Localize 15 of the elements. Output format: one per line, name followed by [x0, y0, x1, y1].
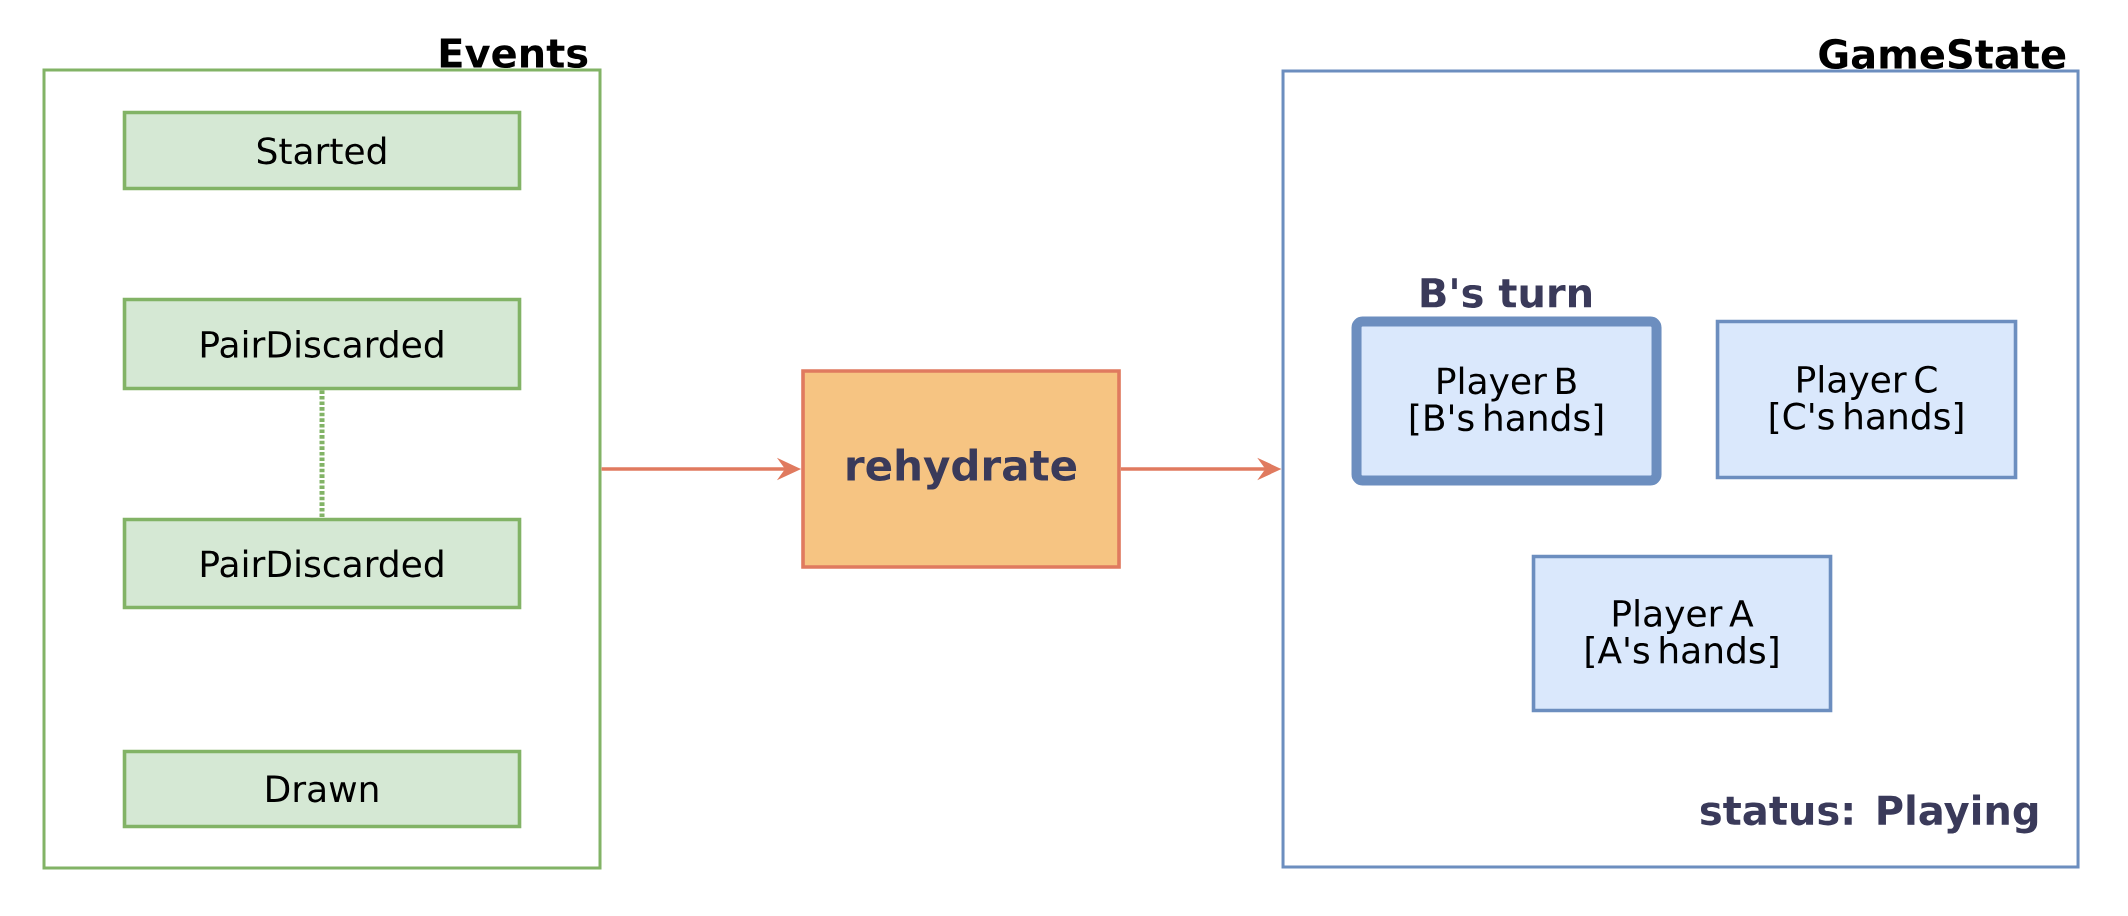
process-box: rehydrate — [801, 369, 1121, 569]
status-text: status: Playing — [1700, 794, 2038, 834]
group-title: GameState — [1819, 38, 2066, 70]
connector-line — [319, 390, 325, 518]
player-box: Player C [C's hands] — [1715, 319, 2018, 480]
event-box: Started — [122, 110, 522, 191]
group-frame — [1281, 38, 2080, 869]
event-box: Drawn — [122, 749, 522, 829]
event-box: PairDiscarded — [122, 517, 522, 610]
group-frame — [42, 38, 602, 870]
turn-label: B's turn — [1421, 278, 1591, 308]
player-box: Player A [A's hands] — [1531, 554, 1833, 713]
event-box: PairDiscarded — [122, 297, 522, 391]
player-box: Player B [B's hands] — [1351, 316, 1662, 486]
group-title: Events — [440, 38, 588, 69]
